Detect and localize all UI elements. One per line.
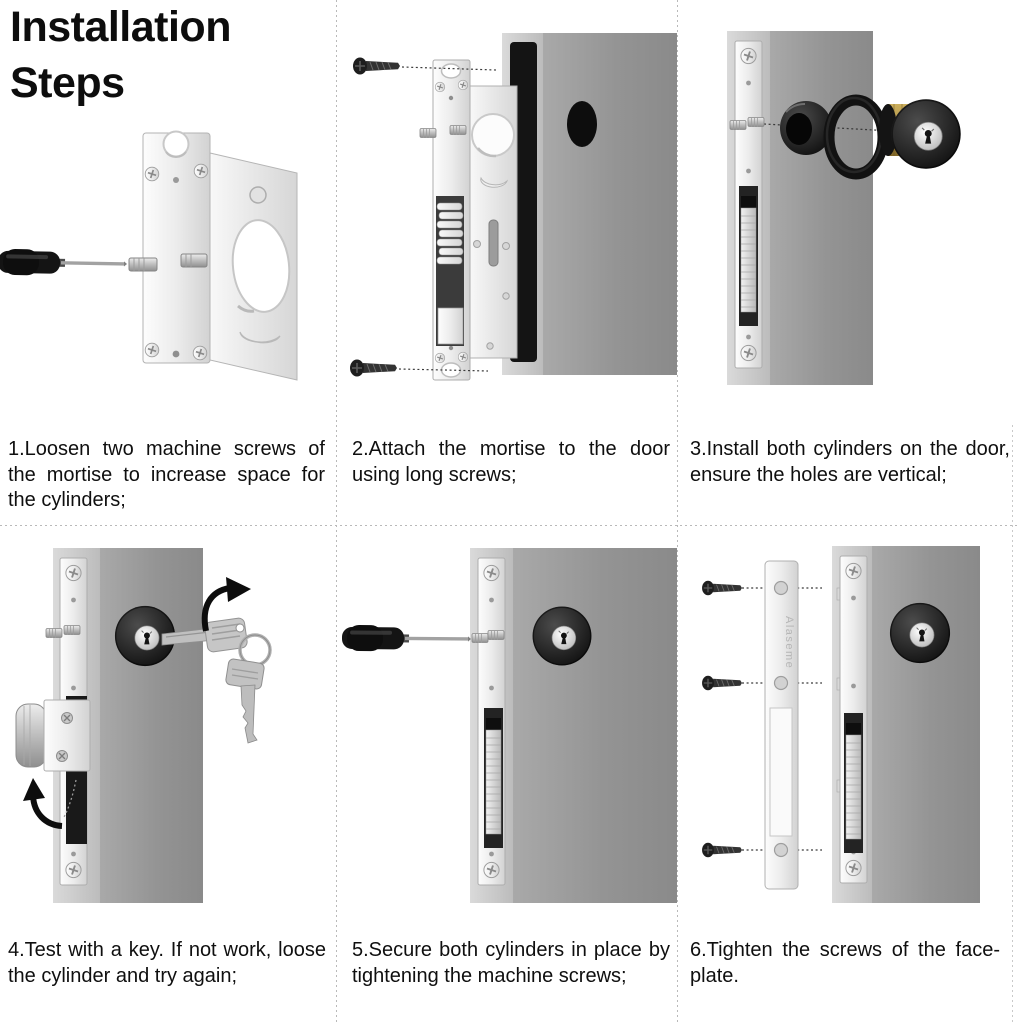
page-title-line2: Steps	[10, 58, 125, 107]
mortise-side	[836, 556, 867, 883]
screwdriver-icon	[341, 624, 472, 652]
faceplate	[729, 41, 765, 368]
curved-arrow-icon	[23, 778, 77, 829]
rotation-arrow-icon	[201, 577, 251, 632]
lock-cylinder	[879, 98, 962, 170]
lock-cylinder	[889, 602, 951, 664]
screwdriver-icon	[0, 248, 128, 277]
step4-caption: 4.Test with a key. If not work, loose th…	[8, 939, 326, 987]
step6-illustration: Alaseme	[701, 546, 980, 903]
faceplate-brand-text: Alaseme	[783, 616, 795, 669]
step1-caption: 1.Loosen two machine screws of the morti…	[8, 438, 325, 512]
grid-separator-horizontal	[0, 525, 1017, 526]
alignment-dashed-axis	[763, 123, 893, 132]
page-title: Installation Steps	[10, 0, 231, 112]
step5-caption: 5.Secure both cylinders in place by tigh…	[352, 939, 670, 987]
grid-separator-right-edge	[1012, 425, 1013, 1024]
long-screw	[349, 358, 489, 378]
page-title-line1: Installation	[10, 3, 231, 51]
step2-illustration	[349, 33, 677, 381]
machine-screw	[180, 253, 208, 268]
flat-screws-with-guides	[701, 580, 822, 858]
step1-illustration	[0, 130, 298, 381]
grid-separator-vertical-1	[336, 0, 337, 1024]
faceplate: Alaseme	[764, 560, 799, 890]
machine-screw	[128, 257, 158, 272]
step4-illustration	[15, 548, 272, 903]
mortise-lock	[419, 59, 518, 381]
grid-separator-vertical-2	[677, 0, 678, 1024]
deadbolt	[15, 699, 91, 772]
door	[727, 31, 873, 385]
mortise-lock	[128, 130, 298, 381]
step6-caption: 6.Tighten the screws of the face-plate.	[690, 939, 1000, 987]
lock-cylinder	[531, 605, 593, 667]
long-screw	[352, 56, 497, 76]
step3-caption: 3.Install both cylinders on the door, en…	[690, 438, 1010, 486]
step2-caption: 2.Attach the mortise to the door using l…	[352, 438, 670, 486]
latch-leaf-stack	[436, 202, 464, 265]
door	[502, 33, 677, 375]
step5-illustration	[341, 548, 677, 903]
rosette-cup	[780, 101, 832, 155]
keys-icon	[161, 617, 272, 744]
step3-illustration	[727, 31, 962, 385]
